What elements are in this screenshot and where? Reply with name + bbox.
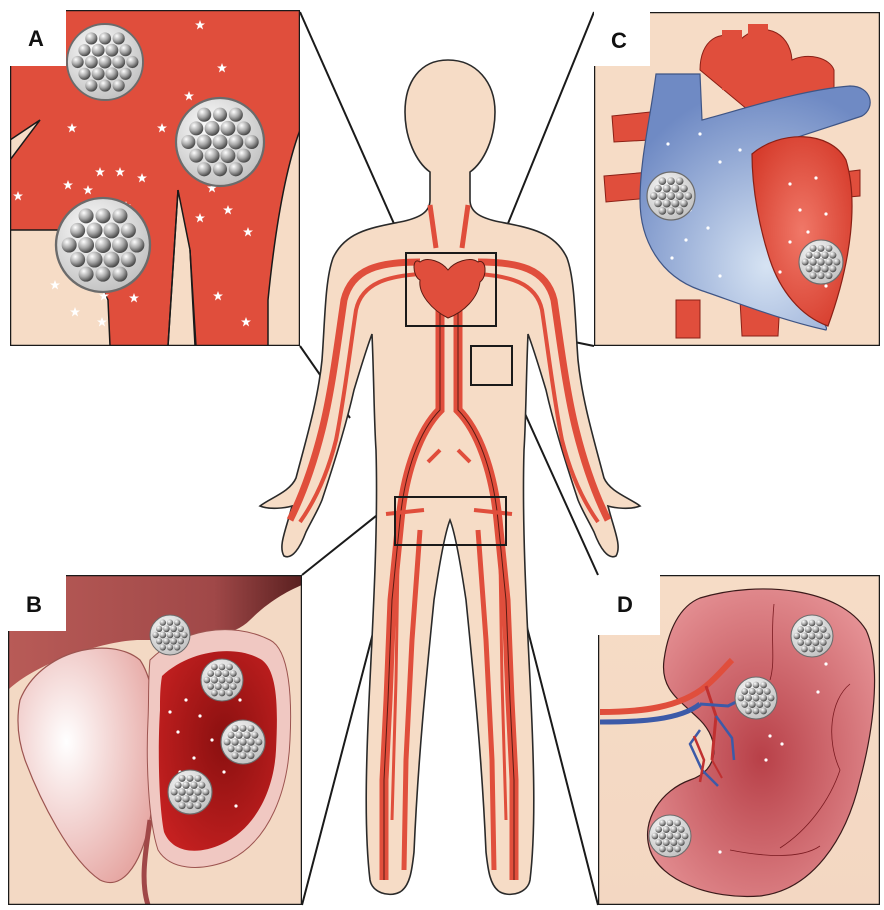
nanoparticle-cluster-icon — [56, 198, 150, 292]
nanoparticle-cluster-icon — [735, 677, 777, 719]
nanoparticle-cluster-icon — [221, 720, 265, 764]
panel-a: A — [10, 10, 300, 346]
panel-label-d: D — [617, 592, 633, 617]
panel-label-c: C — [611, 28, 627, 53]
panel-c: C — [594, 12, 880, 346]
nanoparticle-cluster-icon — [799, 240, 843, 284]
panel-label-b: B — [26, 592, 42, 617]
nanoparticle-cluster-icon — [176, 98, 264, 186]
nanoparticle-cluster-icon — [168, 770, 212, 814]
nanoparticle-cluster-icon — [647, 172, 695, 220]
nanoparticle-cluster-icon — [67, 24, 143, 100]
nanoparticle-cluster-icon — [649, 815, 691, 857]
panel-b: B — [8, 575, 302, 905]
human-body-icon — [260, 60, 640, 894]
nanoparticle-cluster-icon — [201, 659, 243, 701]
nanoparticle-cluster-icon — [791, 615, 833, 657]
panel-d: D — [598, 575, 880, 905]
nanoparticle-cluster-icon — [150, 615, 190, 655]
panel-label-a: A — [28, 26, 44, 51]
